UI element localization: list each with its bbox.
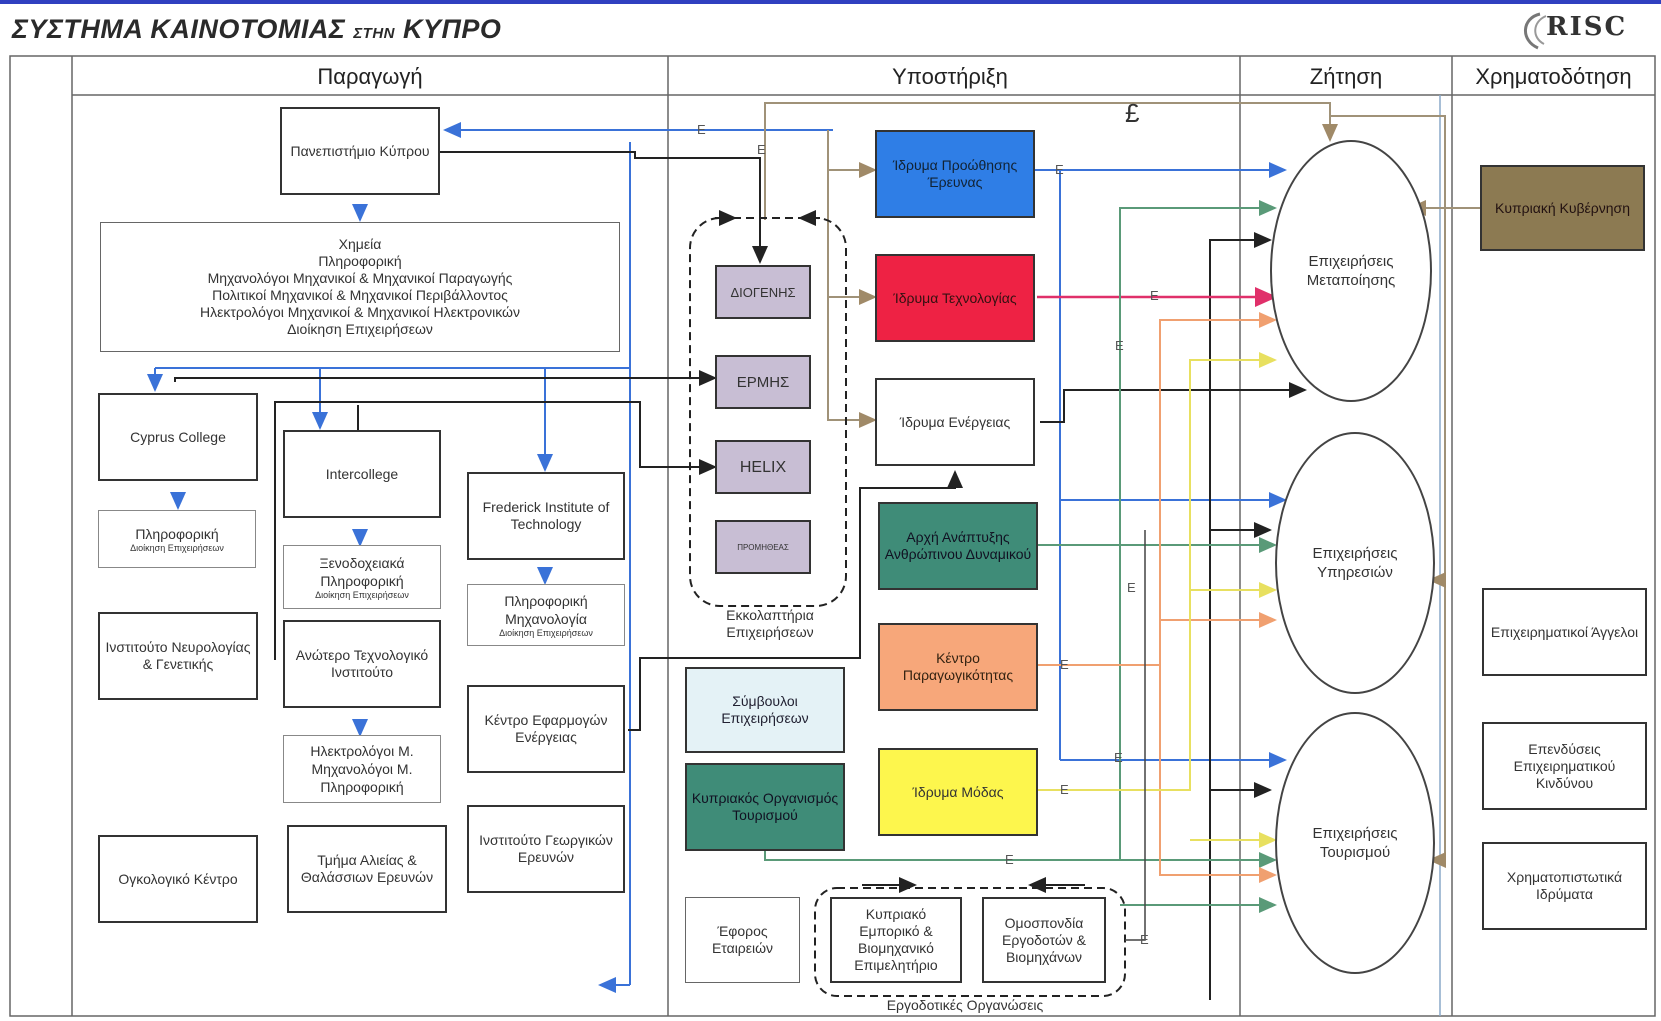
e-mark: Ε (1114, 750, 1123, 765)
neurology-genetics-institute-box: Ινστιτούτο Νευρολογίας & Γενετικής (98, 612, 258, 700)
higher-technical-institute-box: Ανώτερο Τεχνολογικό Ινστιτούτο (283, 620, 441, 708)
employers-organisations-label: Εργοδοτικές Οργανώσεις (886, 997, 1044, 1013)
column-header-financing: Χρηματοδότηση (1475, 64, 1632, 89)
logo-text: RISC (1546, 12, 1628, 42)
venture-capital-box: Επενδύσεις Επιχειρηματικού Κινδύνου (1482, 722, 1647, 810)
university-field: Πολιτικοί Μηχανικοί & Μηχανικοί Περιβάλλ… (212, 287, 508, 303)
e-mark: Ε (1055, 162, 1064, 177)
hrda-box: Αρχή Ανάπτυξης Ανθρώπινου Δυναμικού (878, 502, 1038, 590)
employers-federation-box: Ομοσπονδία Εργοδοτών & Βιομηχάνων (982, 897, 1106, 983)
agricultural-research-institute-box: Ινστιτούτο Γεωργικών Ερευνών (467, 805, 625, 893)
university-fields-box: Χημεία Πληροφορική Μηχανολόγοι Μηχανικοί… (100, 222, 620, 352)
productivity-center-box: Κέντρο Παραγωγικότητας (878, 623, 1038, 711)
fisheries-marine-research-box: Τμήμα Αλιείας & Θαλάσσιων Ερευνών (287, 825, 447, 913)
cyprus-college-box: Cyprus College (98, 393, 258, 481)
helix-box: HELIX (715, 440, 811, 494)
incubators-label: Εκκολαπτήρια Επιχειρήσεων (726, 607, 814, 640)
service-enterprises-ellipse: Επιχειρήσεις Υπηρεσιών (1275, 432, 1435, 694)
column-frame (9, 55, 1656, 1017)
e-mark: Ε (1060, 782, 1069, 797)
incubators-group (689, 217, 847, 607)
diogenis-box: ΔΙΟΓΕΝΗΣ (715, 265, 811, 319)
chamber-of-commerce-box: Κυπριακό Εμπορικό & Βιομηχανικό Επιμελητ… (830, 897, 962, 983)
frederick-institute-box: Frederick Institute of Technology (467, 472, 625, 560)
e-mark: Ε (1140, 932, 1149, 947)
energy-applications-center-box: Κέντρο Εφαρμογών Ενέργειας (467, 685, 625, 773)
hti-fields-box: Ηλεκτρολόγοι Μ. Μηχανολόγοι Μ. Πληροφορι… (283, 735, 441, 803)
energy-foundation-box: Ίδρυμα Ενέργειας (875, 378, 1035, 466)
business-angels-box: Επιχειρηματικοί Άγγελοι (1482, 588, 1647, 676)
e-mark: Ε (697, 122, 706, 137)
intercollege-fields-box: Ξενοδοχειακά Πληροφορική Διοίκηση Επιχει… (283, 545, 441, 609)
university-field: Διοίκηση Επιχειρήσεων (287, 321, 433, 337)
university-field: Ηλεκτρολόγοι Μηχανικοί & Μηχανικοί Ηλεκτ… (200, 304, 520, 320)
column-header-demand: Ζήτηση (1309, 64, 1383, 89)
oncology-center-box: Ογκολογικό Κέντρο (98, 835, 258, 923)
research-promotion-foundation-box: Ίδρυμα Προώθησης Έρευνας (875, 130, 1035, 218)
employers-group (814, 887, 1126, 997)
fashion-foundation-box: Ίδρυμα Μόδας (878, 748, 1038, 836)
university-field: Χημεία (338, 236, 382, 252)
column-header-production: Παραγωγή (317, 64, 423, 89)
e-mark: Ε (1005, 852, 1014, 867)
ermis-box: ΕΡΜΗΣ (715, 355, 811, 409)
university-field: Πληροφορική (318, 253, 402, 269)
e-mark: Ε (1150, 288, 1159, 303)
cyprus-tourism-organisation-box: Κυπριακός Οργανισμός Τουρισμού (685, 763, 845, 851)
page-title: ΣΥΣΤΗΜΑ ΚΑΙΝΟΤΟΜΙΑΣ ΣΤΗΝ ΚΥΠΡΟ (12, 14, 502, 44)
registrar-of-companies-box: Έφορος Εταιρειών (685, 897, 800, 983)
pound-mark: £ (1125, 98, 1140, 128)
risc-logo-icon (1524, 12, 1547, 50)
frederick-fields-box: Πληροφορική Μηχανολογία Διοίκηση Επιχειρ… (467, 584, 625, 646)
university-field: Μηχανολόγοι Μηχανικοί & Μηχανικοί Παραγω… (207, 270, 513, 286)
e-mark: Ε (1060, 657, 1069, 672)
university-of-cyprus-box: Πανεπιστήμιο Κύπρου (280, 107, 440, 195)
cyprus-government-box: Κυπριακή Κυβέρνηση (1480, 165, 1645, 251)
e-mark: Ε (1115, 338, 1124, 353)
prometheus-box: ΠΡΟΜΗΘΕΑΣ (715, 520, 811, 574)
intercollege-box: Intercollege (283, 430, 441, 518)
technology-foundation-box: Ίδρυμα Τεχνολογίας (875, 254, 1035, 342)
manufacturing-enterprises-ellipse: Επιχειρήσεις Μεταποίησης (1270, 140, 1432, 402)
tourism-enterprises-ellipse: Επιχειρήσεις Τουρισμού (1275, 712, 1435, 974)
e-mark: Ε (757, 142, 766, 157)
e-mark: Ε (1127, 580, 1136, 595)
financial-institutions-box: Χρηματοπιστωτικά Ιδρύματα (1482, 842, 1647, 930)
business-consultants-box: Σύμβουλοι Επιχειρήσεων (685, 667, 845, 753)
cyprus-college-fields-box: Πληροφορική Διοίκηση Επιχειρήσεων (98, 510, 256, 568)
column-header-support: Υποστήριξη (892, 64, 1008, 89)
